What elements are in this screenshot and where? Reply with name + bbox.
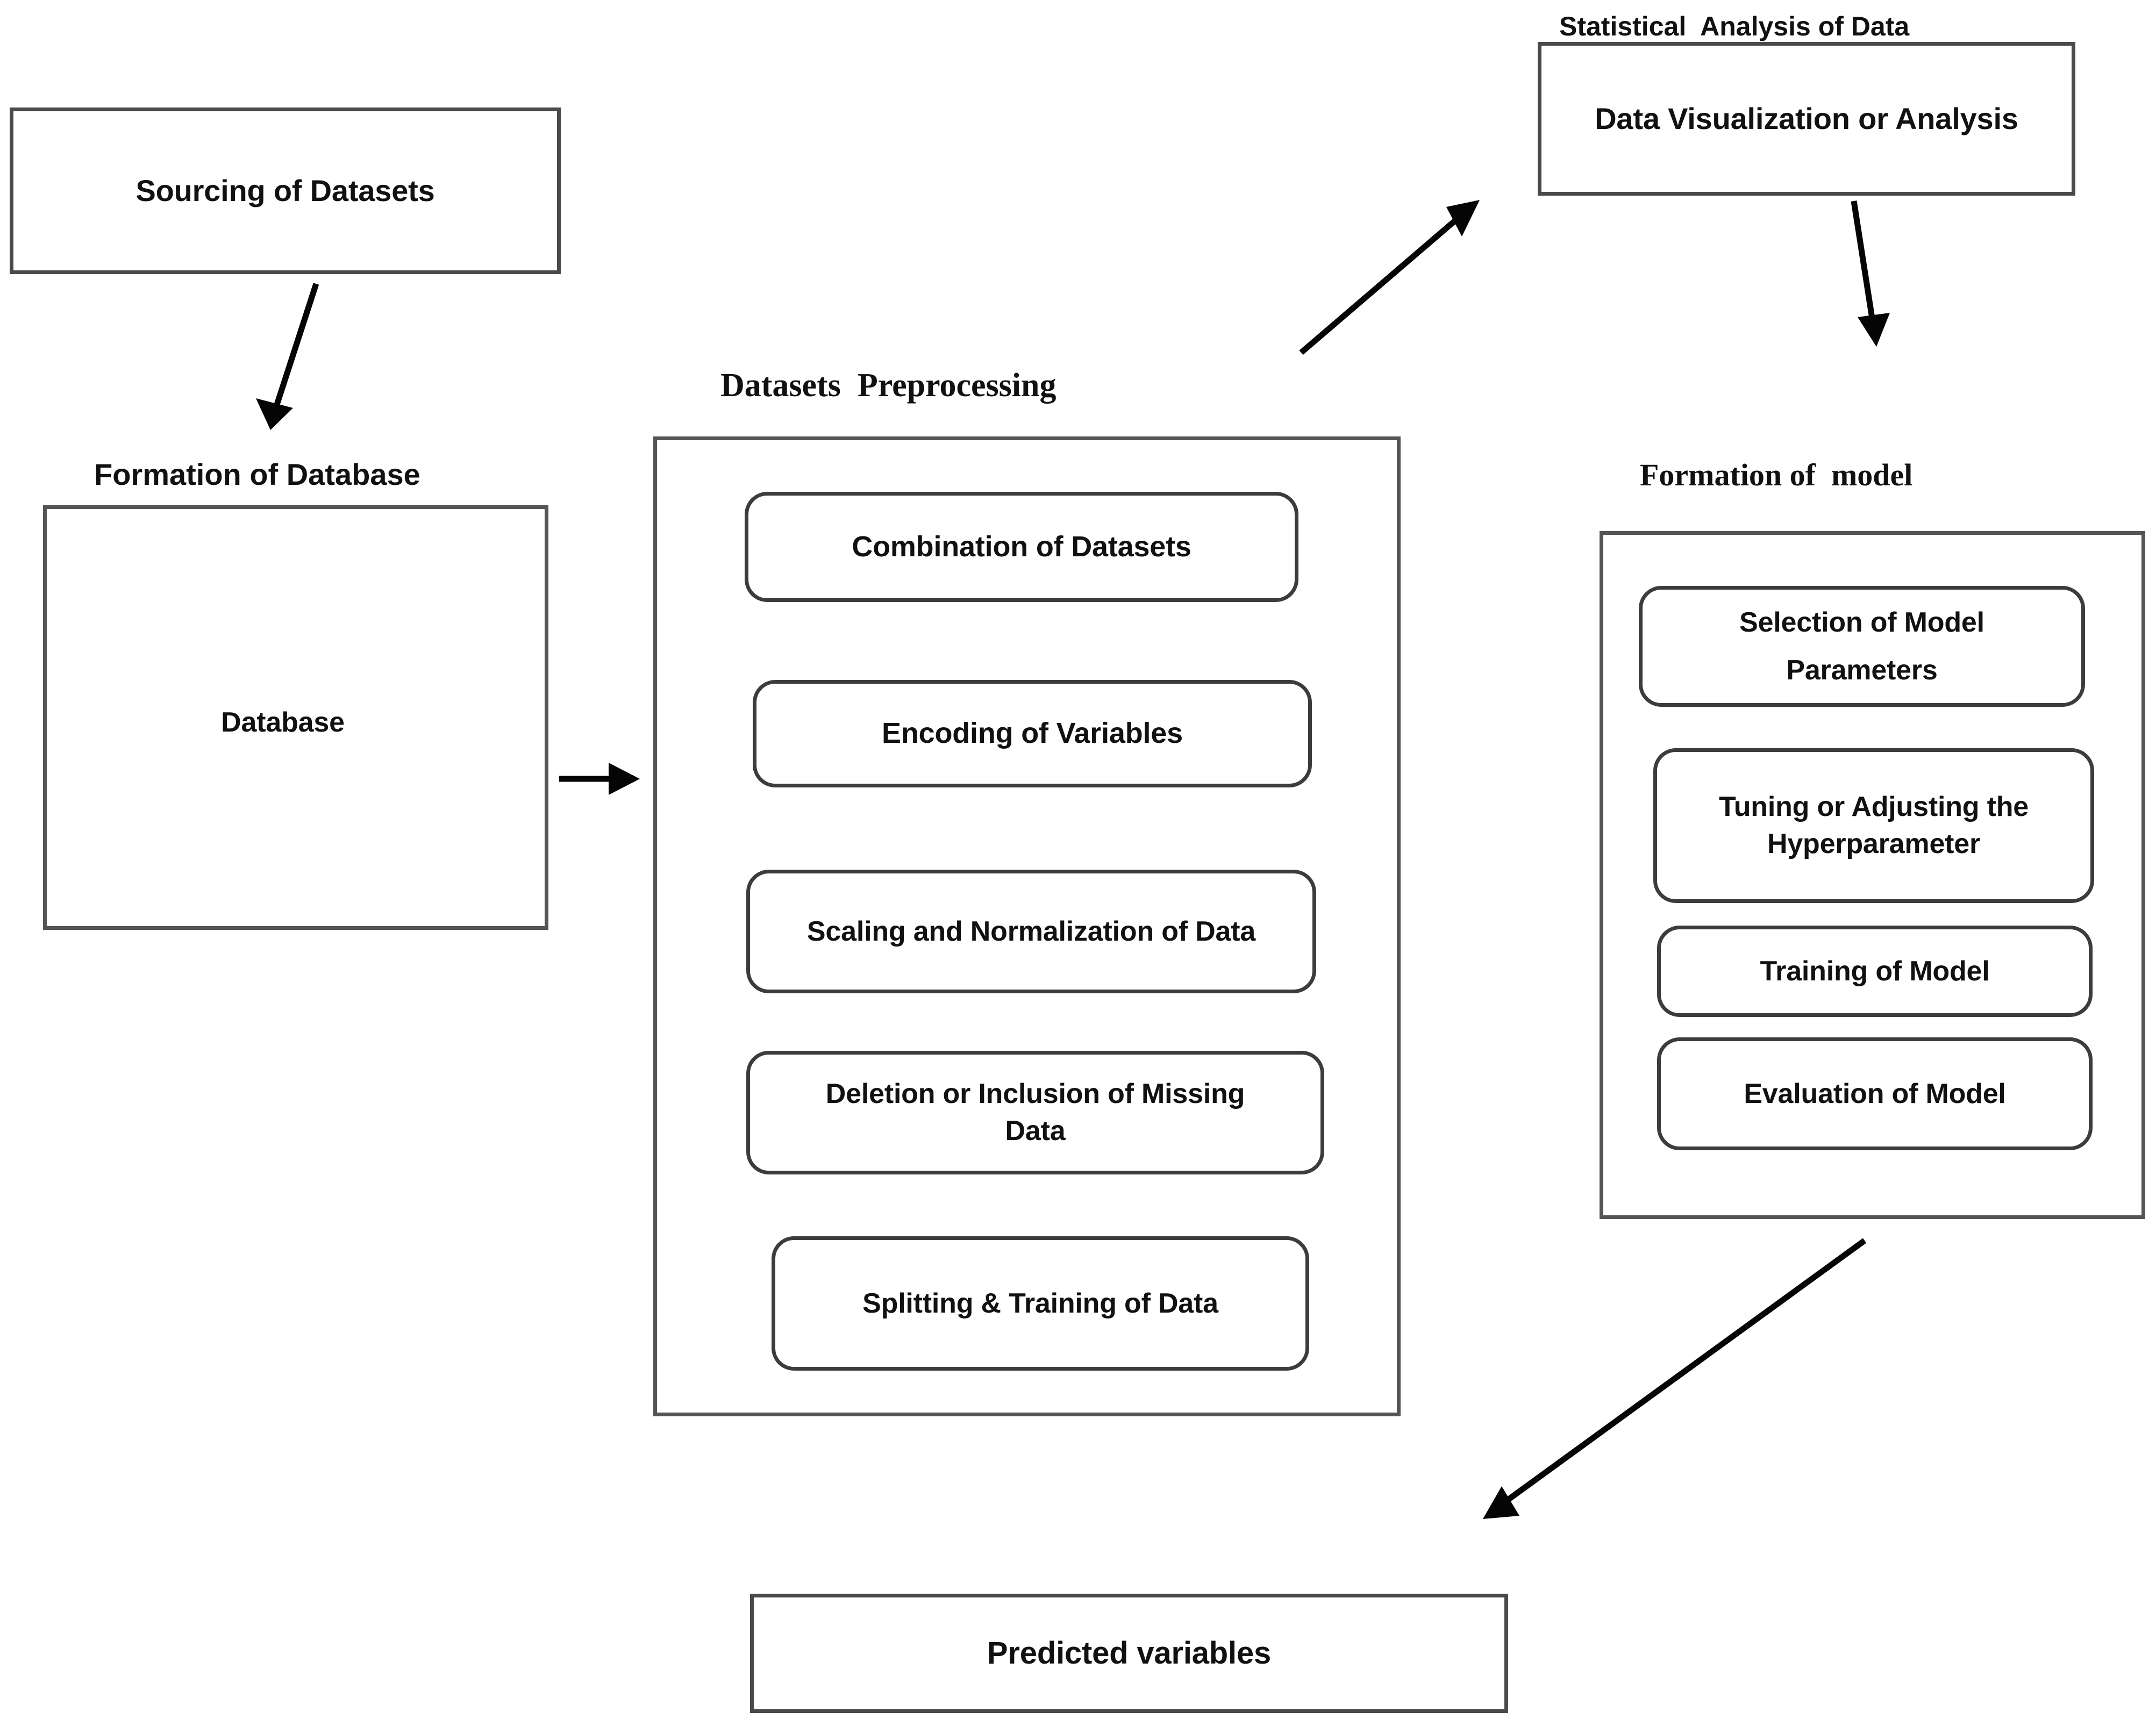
statistical-analysis-title: Statistical Analysis of Data (1559, 11, 1910, 41)
model-step-selection-of-model-parameters[interactable]: Selection of Model Parameters (1639, 586, 2085, 707)
arrow-sourcing-to-database (256, 283, 319, 430)
model-step-evaluation-of-model[interactable]: Evaluation of Model (1657, 1037, 2093, 1150)
data-visualization-or-analysis-box[interactable]: Data Visualization or Analysis (1538, 42, 2075, 196)
predicted-variables-label: Predicted variables (987, 1635, 1272, 1671)
model-step-training-of-model[interactable]: Training of Model (1657, 926, 2093, 1017)
formation-of-model-title: Formation of model (1640, 457, 1913, 492)
model-step-label: Evaluation of Model (1744, 1078, 2006, 1109)
arrow-database-to-preprocessing (559, 763, 640, 795)
predicted-variables-box[interactable]: Predicted variables (750, 1594, 1508, 1713)
preprocessing-step-label: Splitting & Training of Data (862, 1287, 1218, 1319)
arrow-statistical-to-model (1851, 200, 1890, 347)
preprocessing-step-label: Deletion or Inclusion of Missing Data (825, 1078, 1245, 1146)
database-cylinder-label: Database (221, 707, 345, 738)
arrow-model-to-predicted (1483, 1238, 1867, 1519)
formation-of-database-title: Formation of Database (94, 457, 420, 491)
preprocessing-step-label: Scaling and Normalization of Data (806, 915, 1256, 947)
preprocessing-step-label: Encoding of Variables (882, 717, 1183, 750)
preprocessing-step-encoding-of-variables[interactable]: Encoding of Variables (753, 680, 1312, 787)
model-step-label: Selection of Model Parameters (1739, 607, 1984, 686)
model-step-label: Tuning or Adjusting the Hyperparameter (1719, 791, 2029, 859)
preprocessing-step-combination-of-datasets[interactable]: Combination of Datasets (745, 492, 1298, 602)
data-visualization-label: Data Visualization or Analysis (1595, 102, 2018, 136)
sourcing-of-datasets-label: Sourcing of Datasets (135, 174, 435, 208)
model-step-tuning-or-adjusting-hyperparameter[interactable]: Tuning or Adjusting the Hyperparameter (1653, 748, 2094, 903)
preprocessing-step-label: Combination of Datasets (852, 530, 1191, 563)
preprocessing-step-deletion-or-inclusion[interactable]: Deletion or Inclusion of Missing Data (746, 1051, 1324, 1174)
formation-of-database-panel[interactable] (43, 505, 548, 930)
preprocessing-step-splitting-and-training[interactable]: Splitting & Training of Data (772, 1236, 1309, 1371)
sourcing-of-datasets-box[interactable]: Sourcing of Datasets (10, 108, 561, 274)
preprocessing-step-scaling-and-normalization[interactable]: Scaling and Normalization of Data (746, 870, 1316, 993)
model-step-label: Training of Model (1760, 955, 1990, 987)
arrow-preprocessing-to-statistical (1299, 200, 1480, 355)
datasets-preprocessing-title: Datasets Preprocessing (720, 367, 1056, 404)
